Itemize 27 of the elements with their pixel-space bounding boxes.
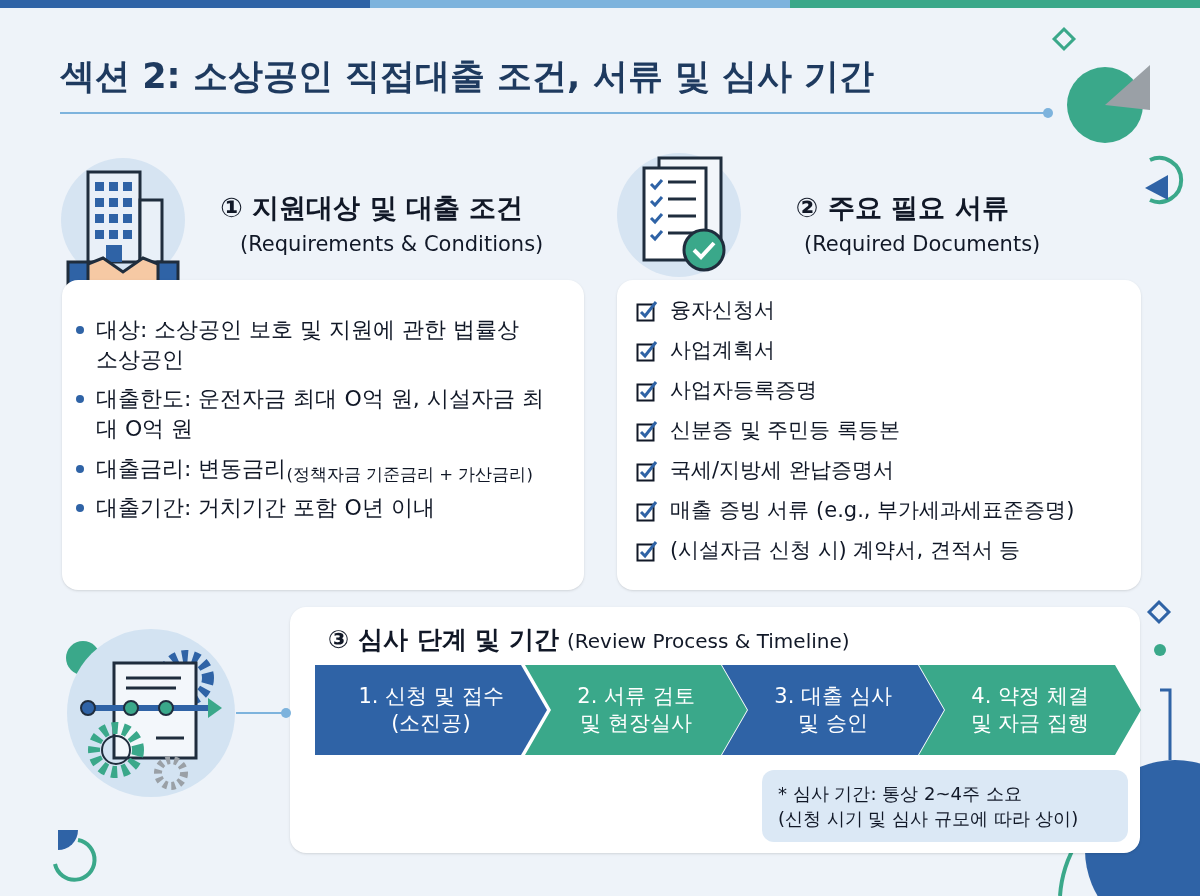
condition-item: 대출한도: 운전자금 최대 O억 원, 시설자금 최대 O억 원 — [96, 385, 545, 444]
document-item: (시설자금 신청 시) 계약서, 견적서 등 — [670, 537, 1021, 565]
section-heading: ① 지원대상 및 대출 조건 — [219, 191, 524, 225]
section-subheading: (Review Process & Timeline) — [567, 628, 850, 655]
page-title: 섹션 2: 소상공인 직접대출 조건, 서류 및 심사 기간 — [60, 55, 875, 98]
document-item: 신분증 및 주민등 록등본 — [670, 417, 901, 445]
document-item: 사업계획서 — [670, 337, 775, 365]
document-item: 융자신청서 — [670, 297, 775, 325]
connector-line — [235, 708, 291, 718]
step-label: 3. 대출 심사 및 승인 — [773, 682, 893, 737]
section-heading: ② 주요 필요 서류 — [795, 191, 1009, 225]
step-label: 2. 서류 검토 및 현장실사 — [576, 682, 696, 737]
step-label: 1. 신청 및 접수 (소진공) — [357, 682, 505, 737]
document-item: 국세/지방세 완납증명서 — [670, 457, 894, 485]
condition-item: 대상: 소상공인 보호 및 지원에 관한 법률상 소상공인 — [96, 316, 521, 374]
note-text: (신청 시기 및 심사 규모에 따라 상이) — [778, 807, 1080, 831]
document-item: 사업자등록증명 — [670, 377, 817, 405]
step-label: 4. 약정 체결 및 자금 집행 — [969, 682, 1091, 737]
condition-item: 대출기간: 거치기간 포함 O년 이내 — [96, 494, 435, 523]
note-text: * 심사 기간: 통상 2~4주 소요 — [778, 781, 1023, 806]
section-subheading: (Required Documents) — [804, 230, 1041, 258]
condition-item: 대출금리: 변동금리$_{(정책자금 기준금리 + 가산금리)}$ — [96, 454, 533, 484]
section-subheading: (Requirements & Conditions) — [240, 230, 544, 258]
card-background — [290, 607, 1140, 853]
document-item: 매출 증빙 서류 (e.g., 부가세과세표준증명) — [670, 497, 1075, 525]
note-box — [762, 770, 1128, 842]
section-heading: ③ 심사 단계 및 기간 — [328, 624, 559, 656]
